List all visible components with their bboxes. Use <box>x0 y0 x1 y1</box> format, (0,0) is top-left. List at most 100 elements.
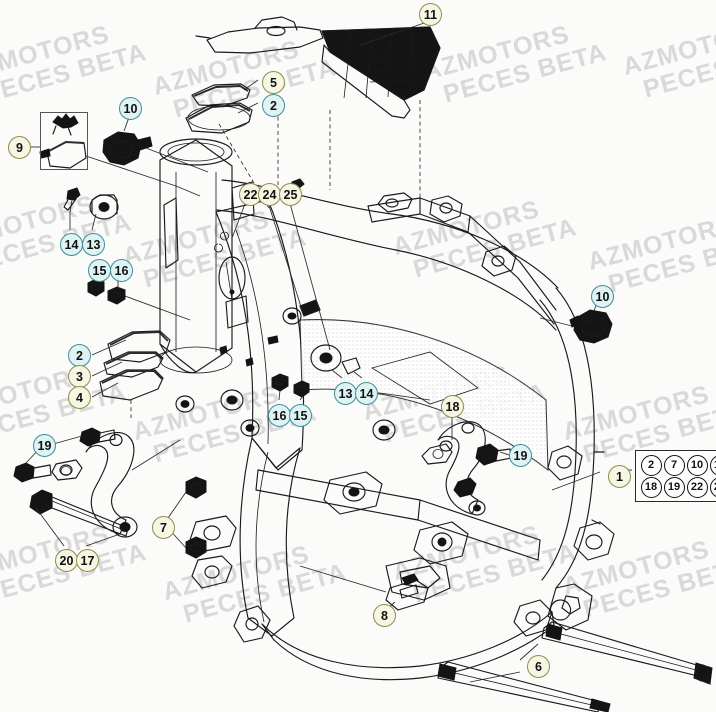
callout-label: 16 <box>114 263 129 278</box>
leader-13-frame <box>331 369 343 379</box>
hose-clamp-lower <box>569 309 613 344</box>
callout-footpeg-bracket[interactable]: 11 <box>419 3 442 26</box>
leader-14-left <box>69 199 73 230</box>
legend-chip-19[interactable]: 19 <box>663 476 685 498</box>
leader-4 <box>91 382 119 398</box>
leader-nuts-to-frame <box>124 295 191 321</box>
leader-16-frame <box>278 389 281 401</box>
leader-6-lower <box>469 671 521 683</box>
callout-label: 2 <box>270 98 277 113</box>
callout-label: 4 <box>76 390 83 405</box>
callout-steering-bearing-lower[interactable]: 2 <box>68 344 91 367</box>
callout-bolt-19-left[interactable]: 19 <box>33 434 56 457</box>
legend-chip-18[interactable]: 18 <box>640 476 662 498</box>
main-frame-assembly <box>159 138 615 681</box>
leader-7-upper <box>167 491 187 519</box>
callout-clamp-upper[interactable]: 10 <box>119 97 142 120</box>
legend-chip-7[interactable]: 7 <box>663 454 685 476</box>
callout-label: 9 <box>16 140 23 155</box>
callout-label: 25 <box>283 187 298 202</box>
callout-label: 17 <box>80 553 95 568</box>
callout-cable-guide-24[interactable]: 24 <box>258 183 281 206</box>
callout-label: 20 <box>59 553 74 568</box>
callout-label: 7 <box>160 520 167 535</box>
callout-label: 5 <box>270 75 277 90</box>
lock-set-part <box>39 113 87 169</box>
legend-chip-24[interactable]: 24 <box>709 476 716 498</box>
legend-chip-2[interactable]: 2 <box>640 454 662 476</box>
callout-frame-assembly[interactable]: 1 <box>608 465 631 488</box>
legend-row-1: 271017 <box>640 454 716 476</box>
legend-chip-17[interactable]: 17 <box>709 454 716 476</box>
leader-linkage-to-frame <box>131 439 181 471</box>
callout-bolt-14[interactable]: 14 <box>60 233 83 256</box>
callout-cable-guide-25[interactable]: 25 <box>279 183 302 206</box>
callout-label: 22 <box>243 187 258 202</box>
callout-label: 10 <box>123 101 138 116</box>
callout-spacer-13[interactable]: 13 <box>82 233 105 256</box>
callout-bolt-14-frame[interactable]: 14 <box>355 382 378 405</box>
legend-chip-10[interactable]: 10 <box>686 454 708 476</box>
hose-clamp-upper <box>102 131 153 166</box>
bearing-stack-top <box>185 83 253 134</box>
callout-label: 13 <box>338 386 353 401</box>
legend-chip-22[interactable]: 22 <box>686 476 708 498</box>
callout-nut-15[interactable]: 15 <box>88 259 111 282</box>
callout-bushing-17[interactable]: 17 <box>76 549 99 572</box>
leader-1 <box>551 471 601 491</box>
callout-cable-clip-8[interactable]: 8 <box>373 604 396 627</box>
callout-label: 8 <box>381 608 388 623</box>
callout-bolt-20[interactable]: 20 <box>55 549 78 572</box>
leader-20 <box>35 507 65 547</box>
callout-label: 6 <box>535 659 542 674</box>
common-hardware-legend[interactable]: 271017 18192224 <box>635 450 716 502</box>
callout-label: 19 <box>513 448 528 463</box>
leader-10-lower-to-frame <box>539 317 573 327</box>
callout-label: 2 <box>76 348 83 363</box>
callout-label: 13 <box>86 237 101 252</box>
leader-5 <box>243 79 259 91</box>
callout-label: 14 <box>359 386 374 401</box>
cable-clip-8 <box>385 573 429 611</box>
callout-engine-mount-bolt-6[interactable]: 6 <box>527 655 550 678</box>
callout-label: 3 <box>76 369 83 384</box>
callout-steering-bearing-upper[interactable]: 2 <box>262 94 285 117</box>
callout-label: 14 <box>64 237 79 252</box>
leader-3 <box>91 361 123 377</box>
callout-bearing-race-upper[interactable]: 5 <box>262 71 285 94</box>
callout-label: 15 <box>92 263 107 278</box>
callout-clamp-lower[interactable]: 10 <box>591 285 614 308</box>
callout-nut-15-frame[interactable]: 15 <box>289 404 312 427</box>
lock-set-frame-box <box>40 112 88 170</box>
leader-17 <box>85 533 121 547</box>
footpeg-bracket-part <box>195 16 441 119</box>
callout-label: 19 <box>37 438 52 453</box>
callout-label: 11 <box>423 7 438 22</box>
legend-row-2: 18192224 <box>640 476 716 498</box>
leader-14-frame <box>353 371 363 379</box>
leader-2-top <box>237 102 259 114</box>
bolt-14-spacer-13 <box>63 187 119 220</box>
leader-11 <box>359 21 428 46</box>
callout-linkage-plate-18[interactable]: 18 <box>441 395 464 418</box>
callout-lock-set-with-keys[interactable]: 9 <box>8 136 31 159</box>
callout-dust-seal-3[interactable]: 3 <box>68 365 91 388</box>
callout-bolt-19-right[interactable]: 19 <box>509 444 532 467</box>
nuts-16-15-frame <box>271 373 310 398</box>
callout-nut-7[interactable]: 7 <box>152 516 175 539</box>
leader-25 <box>287 195 331 351</box>
callout-nut-16[interactable]: 16 <box>110 259 133 282</box>
callout-label: 16 <box>272 408 287 423</box>
callout-label: 24 <box>262 187 277 202</box>
callout-dust-seal-4[interactable]: 4 <box>68 386 91 409</box>
nuts-7 <box>185 476 207 559</box>
leader-15-frame <box>299 395 304 401</box>
engine-mount-bolts <box>437 621 713 712</box>
leader-18-to-frame <box>371 391 431 401</box>
leader-2-lower <box>91 339 127 356</box>
callout-nut-16-frame[interactable]: 16 <box>268 404 291 427</box>
linkage-arm-left <box>13 427 138 538</box>
callout-spacer-13-frame[interactable]: 13 <box>334 382 357 405</box>
